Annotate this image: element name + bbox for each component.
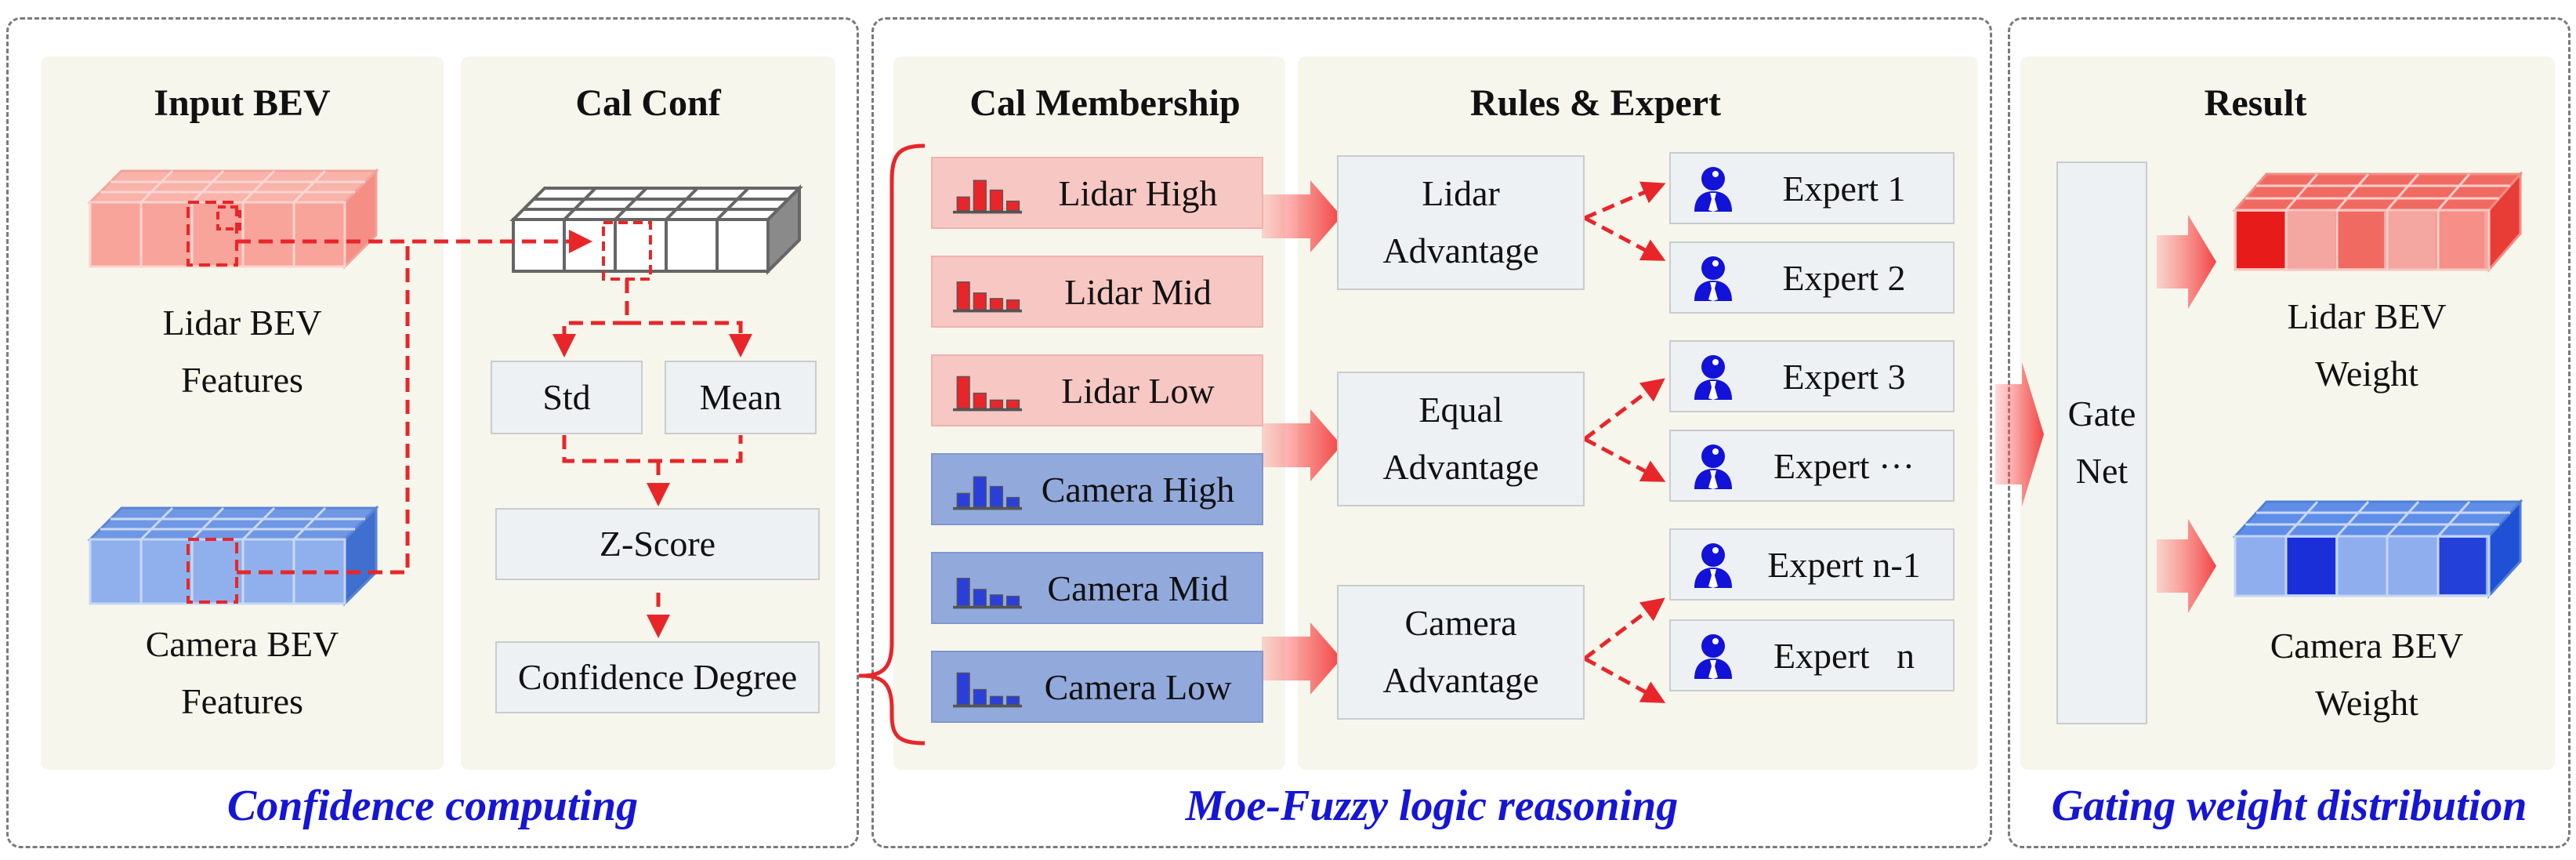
gate-input-arrow (1995, 362, 2044, 506)
bar-mid-icon (953, 578, 1022, 609)
bar-high-icon (953, 180, 1022, 214)
confidence-computing-section (6, 17, 859, 848)
expert-label: Expert 3 (1782, 356, 1906, 397)
expert-box: Expert 1 (1669, 152, 1955, 224)
fuzzy-reasoning-caption: Moe-Fuzzy logic reasoning (1185, 782, 1679, 830)
expert-label: Expert 1 (1782, 168, 1906, 209)
expert-box: Expert ··· (1669, 430, 1955, 502)
membership-item: Camera Low (931, 651, 1263, 723)
z-score-box: Z-Score (495, 508, 820, 580)
confidence-computing-caption: Confidence computing (226, 782, 639, 830)
membership-label: Camera Mid (1047, 568, 1229, 608)
expert-label: Expert 2 (1782, 257, 1906, 298)
input-bev-title: Input BEV (154, 82, 331, 124)
rules-expert-title: Rules & Expert (1470, 82, 1721, 124)
fuzzy-reasoning-section (871, 17, 1992, 848)
result-title: Result (2204, 82, 2307, 124)
confidence-degree-box: Confidence Degree (495, 641, 820, 713)
membership-label: Camera Low (1044, 666, 1232, 707)
mean-box: Mean (665, 361, 817, 434)
membership-item: Lidar Low (931, 354, 1263, 426)
camera-bev-weight-grid (2232, 499, 2523, 599)
membership-label: Camera High (1041, 469, 1235, 510)
expert-box: Expert n (1669, 619, 1955, 691)
membership-label: Lidar Low (1061, 370, 1215, 411)
cal-conf-title: Cal Conf (575, 82, 721, 124)
bar-high-icon (953, 476, 1022, 510)
membership-item: Camera Mid (931, 552, 1263, 624)
expert-box: Expert 2 (1669, 241, 1955, 314)
bar-low-icon (953, 376, 1022, 412)
expert-box: Expert n-1 (1669, 528, 1955, 601)
lidar-bev-features-grid (87, 168, 379, 270)
gate-net-box: Gate Net (2056, 161, 2147, 724)
bar-mid-icon (953, 281, 1022, 313)
bar-low-icon (953, 672, 1022, 708)
membership-item: Lidar High (931, 157, 1263, 229)
camera-bev-features-label: Camera BEV Features (145, 624, 339, 721)
brace-bracket (861, 143, 926, 746)
expert-box: Expert 3 (1669, 340, 1955, 412)
expert-label: Expert n (1773, 635, 1915, 676)
camera-bev-weight-label: Camera BEV Weight (2270, 626, 2464, 723)
gating-weight-caption: Gating weight distribution (2051, 782, 2527, 830)
cal-conf-grid (509, 184, 803, 281)
membership-label: Lidar High (1058, 172, 1218, 213)
expert-person-icon (1694, 355, 1732, 400)
lidar-bev-weight-grid (2232, 170, 2523, 274)
expert-person-icon (1694, 543, 1732, 588)
membership-item: Lidar Mid (931, 256, 1263, 328)
membership-title: Cal Membership (969, 82, 1241, 124)
expert-person-icon (1694, 167, 1732, 212)
expert-label: Expert n-1 (1767, 544, 1921, 585)
expert-label: Expert ··· (1773, 445, 1915, 486)
membership-label: Lidar Mid (1064, 271, 1212, 312)
lidar-bev-weight-label: Lidar BEV Weight (2287, 296, 2447, 394)
expert-person-icon (1694, 634, 1732, 679)
expert-person-icon (1694, 445, 1732, 489)
lidar-advantage-box: Lidar Advantage (1337, 155, 1585, 290)
membership-item: Camera High (931, 453, 1263, 525)
camera-advantage-box: Camera Advantage (1337, 585, 1585, 720)
std-box: Std (491, 361, 643, 434)
equal-advantage-box: Equal Advantage (1337, 372, 1585, 506)
expert-person-icon (1694, 256, 1732, 301)
camera-bev-features-grid (87, 505, 379, 607)
lidar-bev-features-label: Lidar BEV Features (162, 303, 322, 400)
